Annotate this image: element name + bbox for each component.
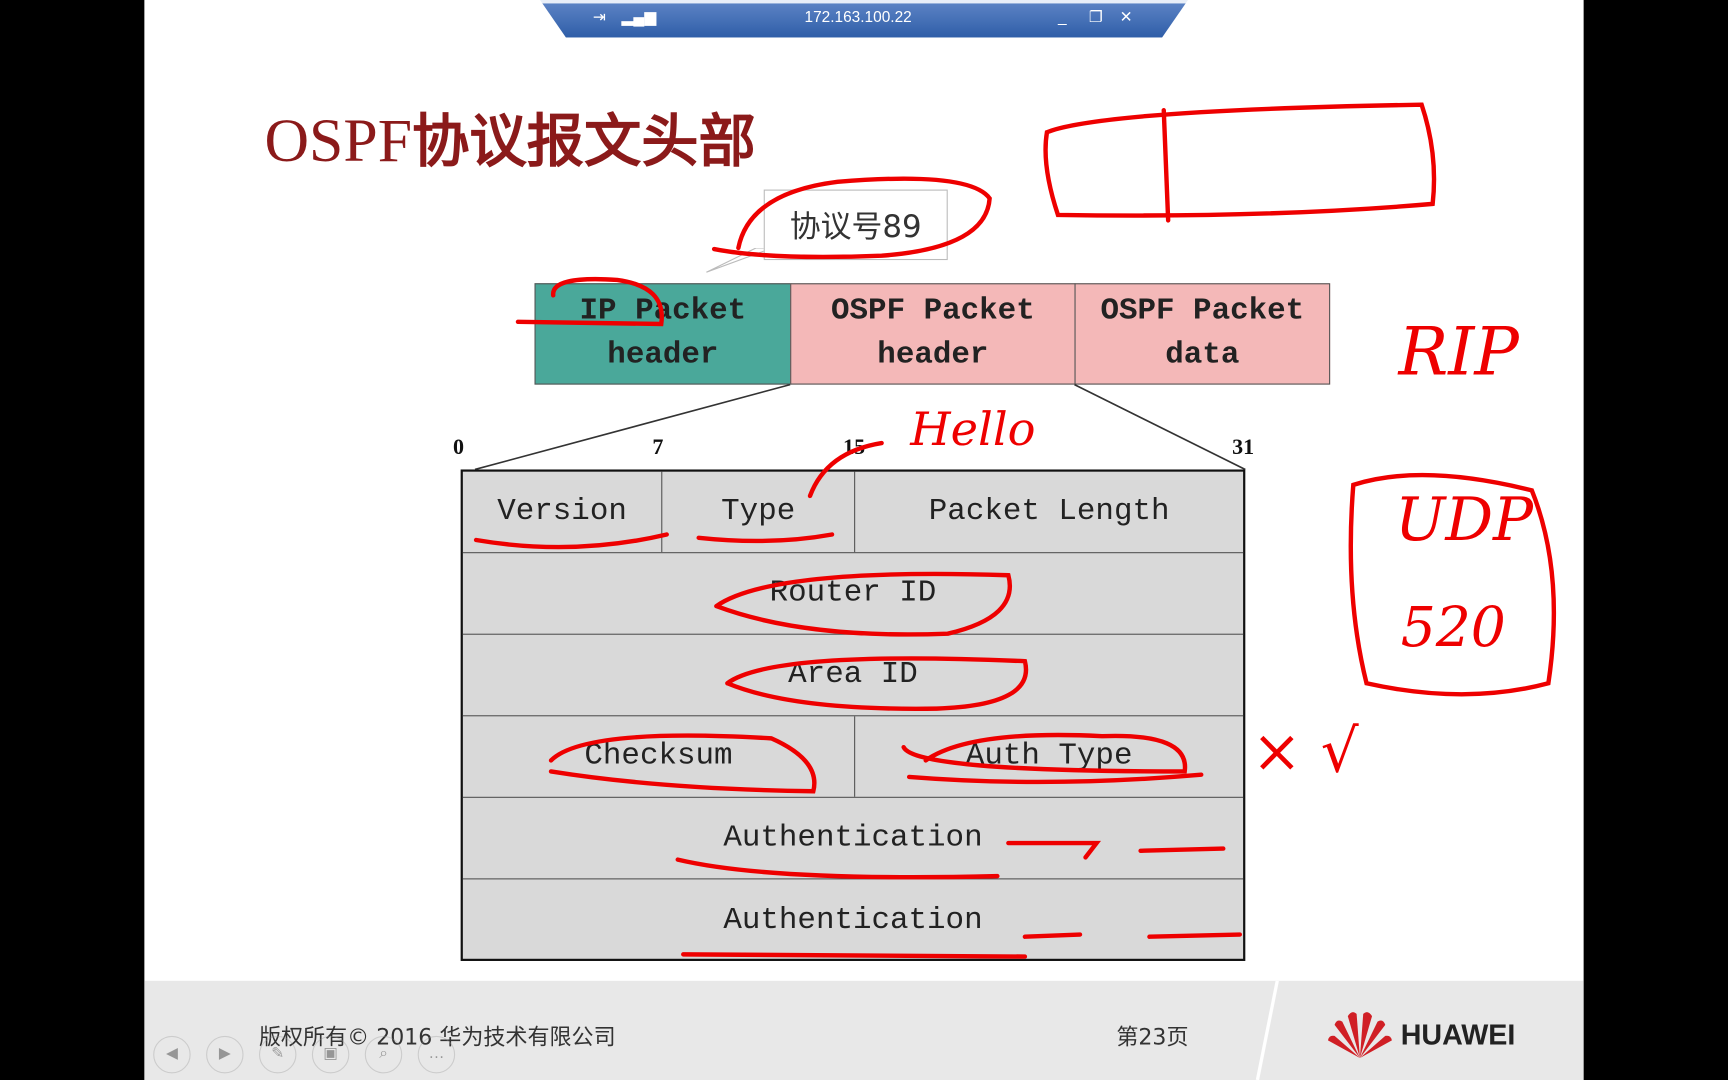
page-number: 第23页	[1116, 1023, 1189, 1051]
field-authentication-2: Authentication	[723, 903, 983, 938]
bit-label-7: 7	[652, 435, 664, 460]
zoom-icon[interactable]: ⌕	[364, 1035, 403, 1074]
slides-icon[interactable]: ▣	[311, 1035, 350, 1074]
remote-host-address: 172.163.100.22	[804, 7, 912, 26]
pen-icon[interactable]: ✎	[258, 1035, 297, 1074]
bit-label-15: 15	[843, 435, 866, 460]
annotation-rip: RIP	[1398, 314, 1519, 392]
annotation-hello: Hello	[910, 402, 1036, 457]
annotation-udp: UDP	[1395, 484, 1534, 555]
slide-footer: 版权所有© 2016 华为技术有限公司 第23页 HUAWEI ◀ ▶ ✎ ▣ …	[144, 980, 1584, 1080]
close-button[interactable]: ✕	[1119, 7, 1133, 26]
field-area-id: Area ID	[788, 657, 918, 693]
expansion-lines	[474, 383, 1246, 471]
next-slide-icon[interactable]: ▶	[206, 1035, 244, 1074]
slide-title: OSPF协议报文头部	[264, 106, 756, 176]
bit-label-31: 31	[1232, 435, 1255, 460]
pin-icon[interactable]: ⇥	[592, 7, 606, 26]
footer-divider	[1255, 980, 1279, 1080]
annotation-marks: × √	[1251, 716, 1359, 786]
field-authentication-1: Authentication	[723, 821, 983, 856]
previous-slide-icon[interactable]: ◀	[153, 1035, 191, 1074]
ospf-packet-data: OSPF Packet data	[1074, 283, 1331, 385]
huawei-logo-icon	[1327, 1012, 1392, 1058]
slide: OSPF协议报文头部 协议号89 IP Packet header OSPF P…	[144, 0, 1584, 1080]
field-router-id: Router ID	[769, 576, 937, 611]
signal-icon: ▂▄▆	[621, 7, 657, 26]
remote-session-bar[interactable]: ⇥ ▂▄▆ 172.163.100.22 _ ❐ ✕	[539, 0, 1188, 38]
field-checksum: Checksum	[584, 739, 733, 774]
bit-label-0: 0	[452, 435, 464, 460]
restore-button[interactable]: ❐	[1088, 7, 1103, 26]
slideshow-controls: ◀ ▶ ✎ ▣ ⌕ …	[153, 1035, 456, 1074]
field-auth-type: Auth Type	[854, 716, 1243, 797]
minimize-button[interactable]: _	[1057, 7, 1067, 26]
field-version: Version	[497, 494, 627, 529]
annotation-port: 520	[1400, 595, 1506, 660]
huawei-logo-text: HUAWEI	[1400, 1018, 1516, 1052]
field-packet-length: Packet Length	[854, 471, 1243, 553]
ospf-packet-header: OSPF Packet header	[790, 283, 1076, 385]
field-type: Type	[661, 471, 854, 553]
more-icon[interactable]: …	[417, 1035, 456, 1074]
